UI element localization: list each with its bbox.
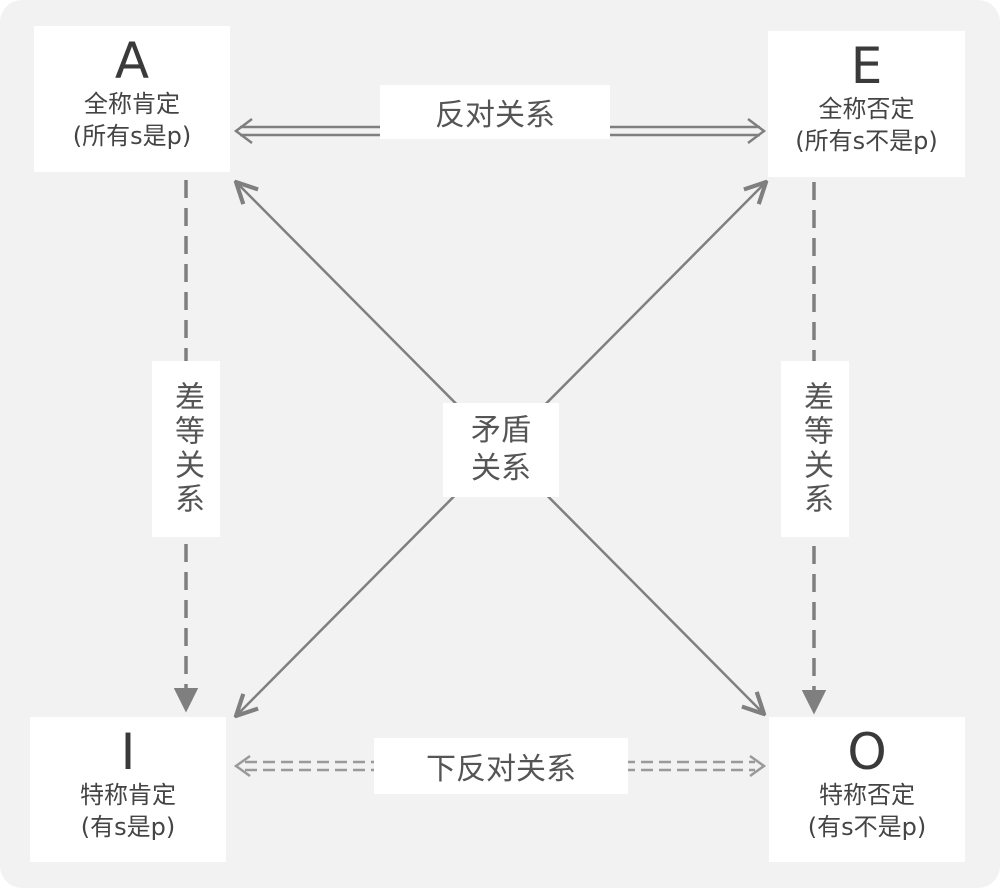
subcontrary-label: 下反对关系 [374,738,628,794]
corner-o-letter: O [847,723,887,781]
corner-i-sub: (有s是p) [80,813,176,841]
corner-a-letter: A [114,32,150,90]
corner-o-box: O 特称否定 (有s不是p) [769,717,965,862]
corner-a-name: 全称肯定 [84,90,180,118]
contradiction-label: 矛盾 关系 [443,403,559,497]
corner-e-name: 全称否定 [818,95,915,123]
corner-i-name: 特称肯定 [80,781,176,809]
corner-a-sub: (所有s是p) [72,122,192,150]
corner-e-box: E 全称否定 (所有s不是p) [768,31,965,177]
corner-o-name: 特称否定 [819,781,915,809]
subalternation-right-label: 差等关系 [781,361,849,537]
corner-e-sub: (所有s不是p) [795,127,938,155]
contradiction-label-line1: 矛盾 [471,413,531,448]
corner-i-letter: I [120,723,136,781]
contradiction-label-line2: 关系 [471,451,531,486]
corner-o-sub: (有s不是p) [807,813,927,841]
corner-a-box: A 全称肯定 (所有s是p) [34,26,230,172]
corner-i-box: I 特称肯定 (有s是p) [30,717,226,862]
contrary-label: 反对关系 [380,85,610,139]
subalternation-left-label: 差等关系 [152,361,220,537]
corner-e-letter: E [850,37,883,95]
